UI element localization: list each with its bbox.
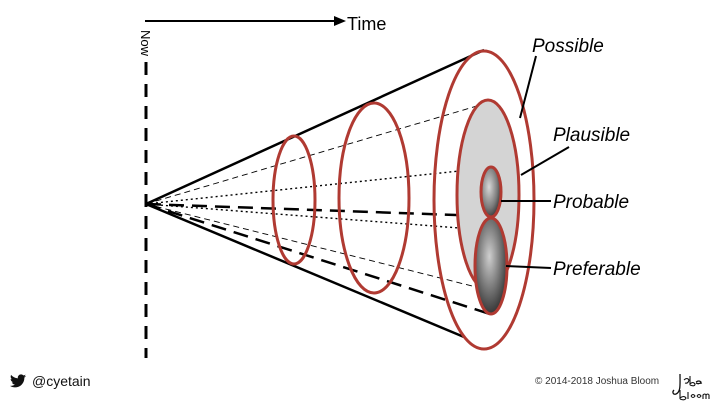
plausible-cone-bottom	[145, 203, 481, 289]
preferable-pointer	[505, 265, 552, 269]
cross-section-ellipse-1	[271, 134, 317, 266]
probable-label: Probable	[553, 192, 629, 213]
twitter-bird-icon	[10, 374, 26, 388]
preferable-cone-bottom	[145, 202, 491, 316]
now-label: Now	[138, 30, 153, 57]
cone-top-edge	[145, 48, 485, 206]
probable-cone-top	[145, 167, 489, 205]
preferable-label: Preferable	[553, 259, 641, 280]
copyright-text: © 2014-2018 Joshua Bloom	[535, 376, 660, 387]
preferable-ellipse	[473, 216, 509, 316]
probable-cone-bottom	[145, 203, 487, 231]
time-arrow-icon	[334, 16, 346, 26]
time-label: Time	[347, 14, 386, 34]
cone-bottom-edge	[145, 202, 465, 339]
signature-logo	[672, 373, 710, 401]
handle-text: @cyetain	[32, 373, 91, 389]
twitter-handle: @cyetain	[10, 373, 91, 389]
possible-label: Possible	[532, 36, 604, 57]
probable-ellipse	[479, 165, 503, 219]
cross-section-ellipse-2	[337, 101, 411, 295]
plausible-pointer	[520, 146, 570, 176]
plausible-label: Plausible	[553, 125, 630, 146]
possible-pointer	[519, 55, 537, 119]
